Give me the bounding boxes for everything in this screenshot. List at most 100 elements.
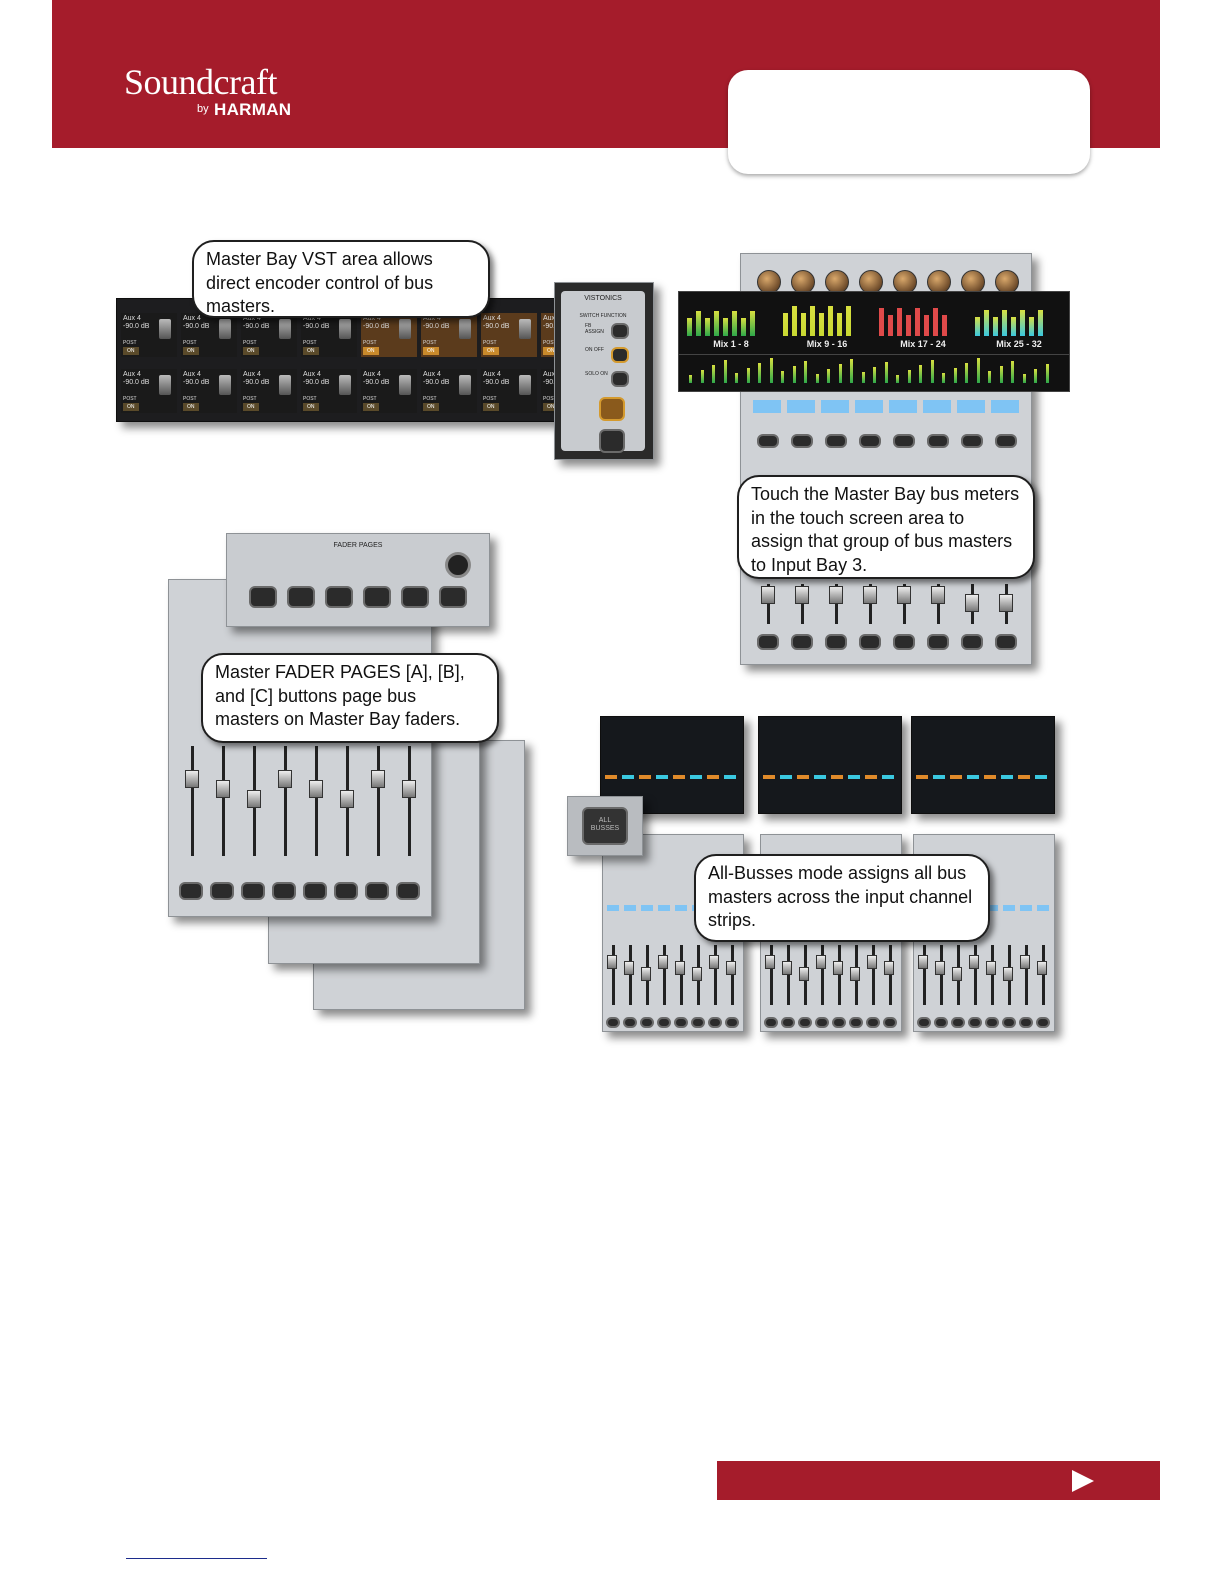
mute-button[interactable] <box>934 1017 948 1028</box>
vst-encoder[interactable] <box>159 375 171 395</box>
fader-cap[interactable] <box>931 586 945 604</box>
fader-cap[interactable] <box>765 955 775 969</box>
fader-cap[interactable] <box>371 770 385 788</box>
fader-cap[interactable] <box>185 770 199 788</box>
vst-encoder[interactable] <box>399 319 411 339</box>
mute-button[interactable] <box>1036 1017 1050 1028</box>
fader-cap[interactable] <box>247 790 261 808</box>
encoder-knob[interactable] <box>893 270 917 294</box>
fader-cap[interactable] <box>850 967 860 981</box>
mute-button[interactable] <box>657 1017 671 1028</box>
fader-cap[interactable] <box>658 955 668 969</box>
mute-button[interactable] <box>968 1017 982 1028</box>
encoder-knob[interactable] <box>757 270 781 294</box>
mute-button[interactable] <box>623 1017 637 1028</box>
mute-button[interactable] <box>764 1017 778 1028</box>
encoder-knob[interactable] <box>961 270 985 294</box>
mute-button[interactable] <box>985 1017 999 1028</box>
mute-button[interactable] <box>725 1017 739 1028</box>
mute-button[interactable] <box>951 1017 965 1028</box>
mute-button[interactable] <box>883 1017 897 1028</box>
bus-meter-group[interactable]: Mix 9 - 16 <box>783 296 871 350</box>
fader-cap[interactable] <box>918 955 928 969</box>
fader-cap[interactable] <box>897 586 911 604</box>
fader-cap[interactable] <box>969 955 979 969</box>
fader-page-button[interactable] <box>439 586 467 608</box>
mute-button[interactable] <box>825 634 847 650</box>
vst-on-button[interactable]: ON <box>423 347 439 355</box>
mute-button[interactable] <box>859 634 881 650</box>
fader-cap[interactable] <box>692 967 702 981</box>
vst-on-button[interactable]: ON <box>183 347 199 355</box>
vst-on-button[interactable]: ON <box>423 403 439 411</box>
channel-button[interactable] <box>859 434 881 448</box>
encoder-knob[interactable] <box>825 270 849 294</box>
channel-button[interactable] <box>995 434 1017 448</box>
mute-button[interactable] <box>791 634 813 650</box>
mute-button[interactable] <box>893 634 915 650</box>
mute-button[interactable] <box>691 1017 705 1028</box>
bus-meter-group[interactable]: Mix 17 - 24 <box>879 296 967 350</box>
fader-cap[interactable] <box>867 955 877 969</box>
all-busses-button[interactable]: ALL BUSSES <box>582 807 628 845</box>
mute-button[interactable] <box>781 1017 795 1028</box>
mute-button[interactable] <box>396 882 420 900</box>
mute-button[interactable] <box>995 634 1017 650</box>
fader-cap[interactable] <box>935 961 945 975</box>
mute-button[interactable] <box>606 1017 620 1028</box>
channel-button[interactable] <box>961 434 983 448</box>
mute-button[interactable] <box>757 634 779 650</box>
mute-button[interactable] <box>708 1017 722 1028</box>
fader-cap[interactable] <box>1003 967 1013 981</box>
vst-on-button[interactable]: ON <box>123 347 139 355</box>
vst-on-button[interactable]: ON <box>483 403 499 411</box>
fader-cap[interactable] <box>863 586 877 604</box>
fader-cap[interactable] <box>965 594 979 612</box>
solo-on-button[interactable] <box>611 371 629 387</box>
vst-on-button[interactable]: ON <box>183 403 199 411</box>
vst-encoder[interactable] <box>459 375 471 395</box>
vst-page-button-amber[interactable] <box>599 397 625 421</box>
vst-on-button[interactable]: ON <box>543 403 559 411</box>
fader-cap[interactable] <box>884 961 894 975</box>
vst-encoder[interactable] <box>219 319 231 339</box>
fader-cap[interactable] <box>726 961 736 975</box>
channel-button[interactable] <box>791 434 813 448</box>
fader-cap[interactable] <box>624 961 634 975</box>
fader-page-button[interactable] <box>363 586 391 608</box>
vst-page-button[interactable] <box>599 429 625 453</box>
fader-cap[interactable] <box>340 790 354 808</box>
mute-button[interactable] <box>866 1017 880 1028</box>
fader-cap[interactable] <box>216 780 230 798</box>
fader-cap[interactable] <box>1020 955 1030 969</box>
fader-cap[interactable] <box>816 955 826 969</box>
fader-cap[interactable] <box>952 967 962 981</box>
mute-button[interactable] <box>334 882 358 900</box>
mute-button[interactable] <box>961 634 983 650</box>
fader-cap[interactable] <box>782 961 792 975</box>
mute-button[interactable] <box>815 1017 829 1028</box>
fader-cap[interactable] <box>278 770 292 788</box>
vst-encoder[interactable] <box>219 375 231 395</box>
mute-button[interactable] <box>241 882 265 900</box>
vst-encoder[interactable] <box>519 375 531 395</box>
mute-button[interactable] <box>1002 1017 1016 1028</box>
fader-cap[interactable] <box>309 780 323 798</box>
fader-cap[interactable] <box>833 961 843 975</box>
fader-cap[interactable] <box>1037 961 1047 975</box>
vst-encoder[interactable] <box>279 319 291 339</box>
mute-button[interactable] <box>674 1017 688 1028</box>
vst-on-button[interactable]: ON <box>483 347 499 355</box>
channel-button[interactable] <box>825 434 847 448</box>
bus-meter-strip[interactable] <box>678 354 1070 392</box>
mute-button[interactable] <box>303 882 327 900</box>
